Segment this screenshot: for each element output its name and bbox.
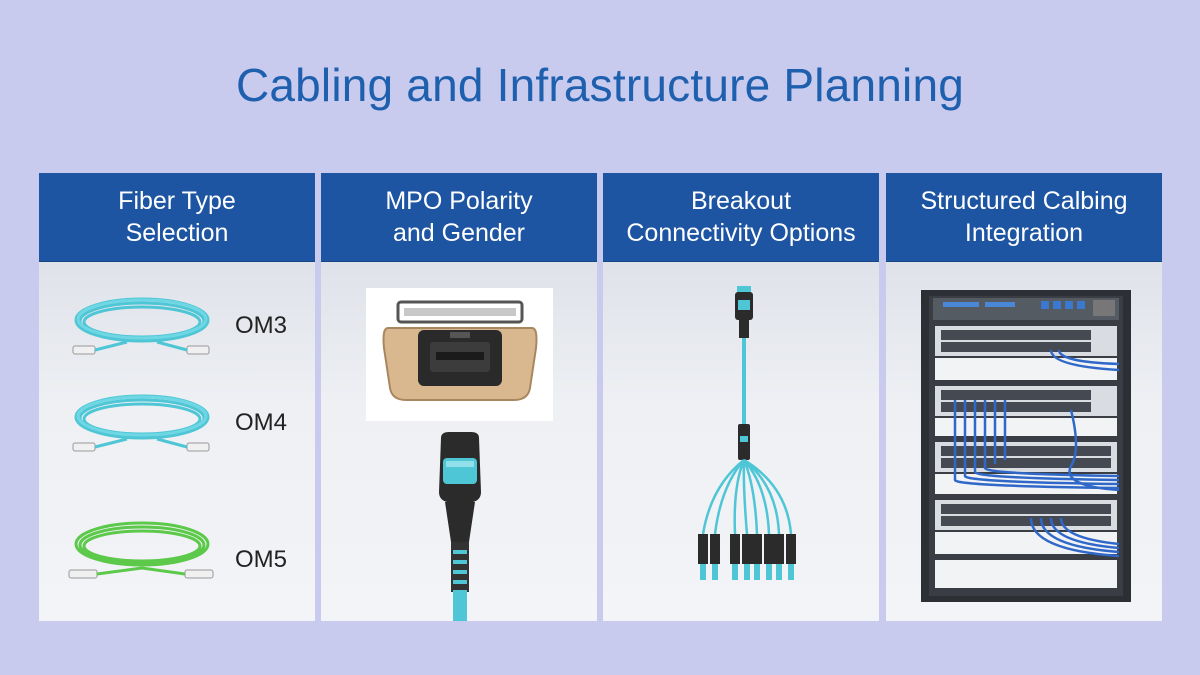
card-heading-line: MPO Polarity	[385, 187, 533, 215]
card-heading-line: Connectivity Options	[626, 219, 856, 247]
card-heading-line: and Gender	[392, 219, 526, 247]
mpo-adapter-photo	[366, 288, 553, 421]
card-heading-line: Breakout	[690, 187, 792, 215]
mpo-adapter-icon	[382, 300, 538, 401]
page-title: Cabling and Infrastructure Planning	[235, 59, 965, 111]
network-rack-icon	[921, 290, 1131, 602]
breakout-cable-icon	[698, 286, 796, 580]
card-body	[321, 262, 597, 621]
card-heading-line: Integration	[964, 219, 1084, 247]
card-body	[886, 262, 1162, 621]
card-header: Breakout Connectivity Options	[603, 173, 879, 262]
card-fiber-type: Fiber Type Selection OM3	[39, 173, 315, 621]
fiber-label-om3: OM3	[235, 312, 288, 339]
card-header: MPO Polarity and Gender	[321, 173, 597, 262]
fiber-label-om4: OM4	[235, 409, 288, 436]
fiber-label-om5: OM5	[235, 546, 288, 573]
card-breakout: Breakout Connectivity Options	[603, 173, 879, 621]
card-mpo-polarity: MPO Polarity and Gender	[321, 173, 597, 621]
card-header: Fiber Type Selection	[39, 173, 315, 262]
card-body: OM3 OM4 OM5	[39, 262, 315, 621]
card-body	[603, 262, 879, 621]
card-header: Structured Calbing Integration	[886, 173, 1162, 262]
card-heading-line: Structured Calbing	[920, 187, 1128, 215]
aqua-fiber-coil-icon	[72, 297, 210, 355]
mpo-connector-icon	[439, 432, 481, 621]
card-heading-line: Fiber Type	[118, 187, 236, 215]
aqua-fiber-coil-icon	[72, 394, 210, 452]
card-heading-line: Selection	[125, 219, 229, 247]
card-structured-cabling: Structured Calbing Integration	[886, 173, 1162, 621]
green-fiber-coil-icon	[68, 521, 214, 579]
